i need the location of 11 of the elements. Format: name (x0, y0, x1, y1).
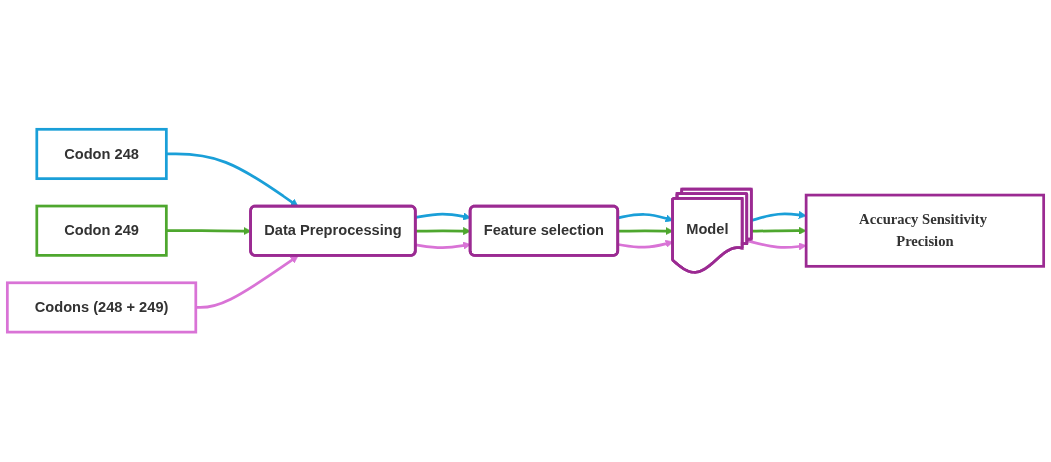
node-box: Codon 248 (35, 128, 168, 181)
arrow (415, 212, 471, 221)
arrow (415, 241, 471, 250)
arrow (415, 227, 471, 236)
node-box: Codons (248 + 249) (5, 281, 198, 334)
arrow (751, 226, 807, 235)
node-box: Accuracy Sensitivity Precision (804, 194, 1045, 268)
arrow (751, 211, 807, 222)
node-box: Codon 249 (35, 204, 168, 258)
arrow (746, 239, 807, 251)
arrow (195, 255, 299, 310)
